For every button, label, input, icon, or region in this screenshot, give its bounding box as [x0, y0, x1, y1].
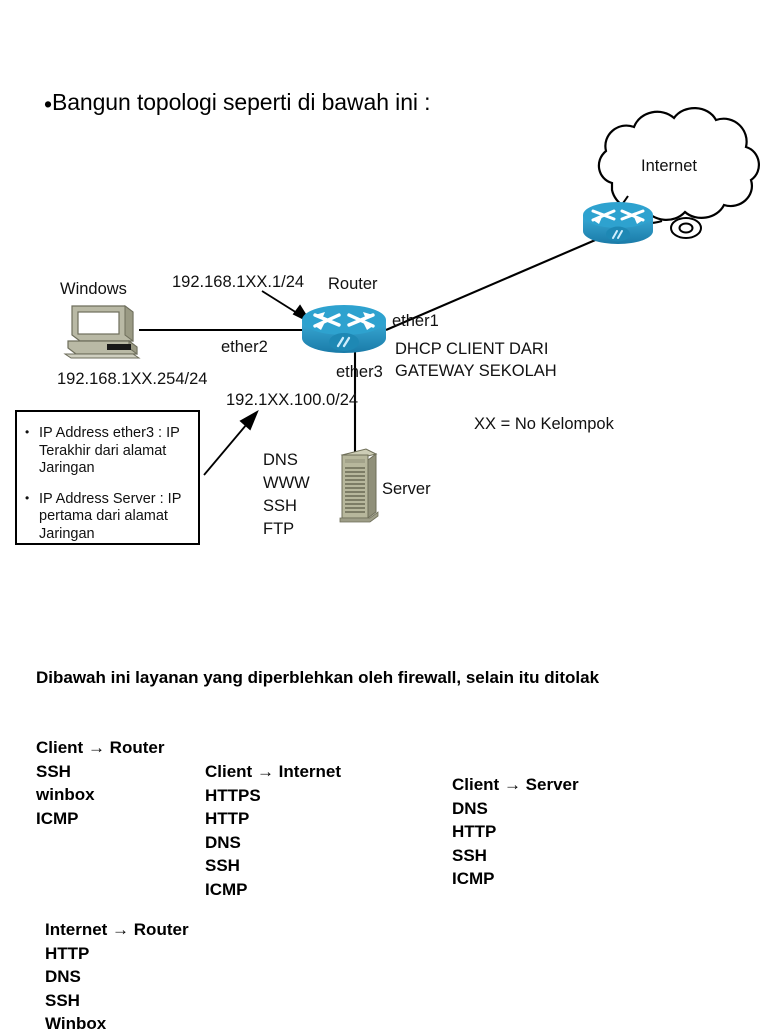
firewall-service-item: SSH — [205, 856, 240, 875]
label-router-ip: 192.168.1XX.1/24 — [172, 273, 305, 291]
network-topology-diagram: Windows 192.168.1XX.1/24 Router ether1 e… — [0, 0, 768, 660]
firewall-service-item: ICMP — [205, 879, 248, 899]
firewall-column-client-router: Client → Router SSH winbox ICMP — [36, 736, 164, 830]
label-windows-ip: 192.168.1XX.254/24 — [57, 370, 208, 388]
label-internet: Internet — [641, 157, 697, 175]
firewall-service-item: SSH — [36, 761, 71, 781]
firewall-service-item: SSH — [452, 845, 487, 865]
cloud-tail-icon — [670, 217, 702, 239]
label-ether2: ether2 — [221, 338, 268, 356]
page-title-text: Bangun topologi seperti di bawah ini : — [51, 89, 431, 115]
firewall-service-item: SSH — [45, 990, 80, 1010]
firewall-column-client-internet: Client → Internet HTTPS HTTP DNS SSH ICM… — [205, 760, 341, 901]
router-icon — [299, 302, 389, 358]
server-service-item: WWW — [263, 474, 310, 492]
note-list: IP Address ether3 : IP Terakhir dari ala… — [17, 412, 198, 543]
server-service-item: DNS — [263, 451, 298, 469]
firewall-service-item: DNS — [452, 798, 488, 818]
firewall-column-title: Client → Internet — [205, 762, 342, 781]
label-ether3: ether3 — [336, 363, 383, 381]
firewall-service-item: winbox — [36, 785, 95, 804]
note-item: IP Address Server : IP pertama dari alam… — [25, 490, 192, 544]
label-dhcp-gateway: DHCP CLIENT DARI GATEWAY SEKOLAH — [395, 338, 557, 382]
firewall-service-item: DNS — [205, 832, 241, 852]
server-service-item: SSH — [263, 497, 297, 515]
label-lan-ip: 192.1XX.100.0/24 — [226, 391, 359, 409]
note-item: IP Address ether3 : IP Terakhir dari ala… — [25, 424, 192, 478]
ip-address-note-box: IP Address ether3 : IP Terakhir dari ala… — [15, 410, 200, 545]
label-router: Router — [328, 275, 378, 293]
cloud-icon — [597, 107, 760, 221]
desktop-computer-icon — [63, 303, 148, 361]
link-router-internet — [385, 237, 601, 331]
label-dhcp-line1: DHCP CLIENT DARI — [395, 340, 549, 358]
bullet-marker: • — [44, 90, 52, 117]
page-title: •Bangun topologi seperti di bawah ini : — [44, 88, 431, 118]
server-service-item: FTP — [263, 520, 295, 538]
firewall-service-item: HTTPS — [205, 785, 261, 805]
firewall-service-item: HTTP — [452, 822, 497, 841]
firewall-service-item: HTTP — [45, 943, 90, 963]
firewall-column-title: Client → Router — [36, 738, 165, 757]
label-server: Server — [382, 480, 431, 498]
firewall-column-title: Internet → Router — [45, 920, 189, 939]
firewall-service-item: ICMP — [36, 808, 79, 828]
firewall-rules-section: Dibawah ini layanan yang diperblehkan ol… — [0, 660, 768, 1033]
router-icon — [580, 200, 656, 248]
label-windows: Windows — [60, 280, 127, 298]
arrow-note-to-lan — [203, 409, 259, 476]
firewall-service-item: DNS — [45, 967, 81, 986]
server-service-list: DNS WWW SSH FTP — [263, 449, 310, 541]
firewall-column-internet-router: Internet → Router HTTP DNS SSH Winbox — [45, 918, 189, 1036]
server-tower-icon — [336, 446, 380, 524]
firewall-service-item: HTTP — [205, 809, 250, 828]
firewall-intro-text: Dibawah ini layanan yang diperblehkan ol… — [36, 668, 600, 687]
label-ether1: ether1 — [392, 312, 439, 330]
firewall-service-item: ICMP — [452, 869, 495, 888]
firewall-column-client-server: Client → Server DNS HTTP SSH ICMP — [452, 773, 579, 891]
label-xx-note: XX = No Kelompok — [474, 415, 614, 433]
label-dhcp-line2: GATEWAY SEKOLAH — [395, 362, 557, 380]
firewall-column-title: Client → Server — [452, 775, 579, 794]
